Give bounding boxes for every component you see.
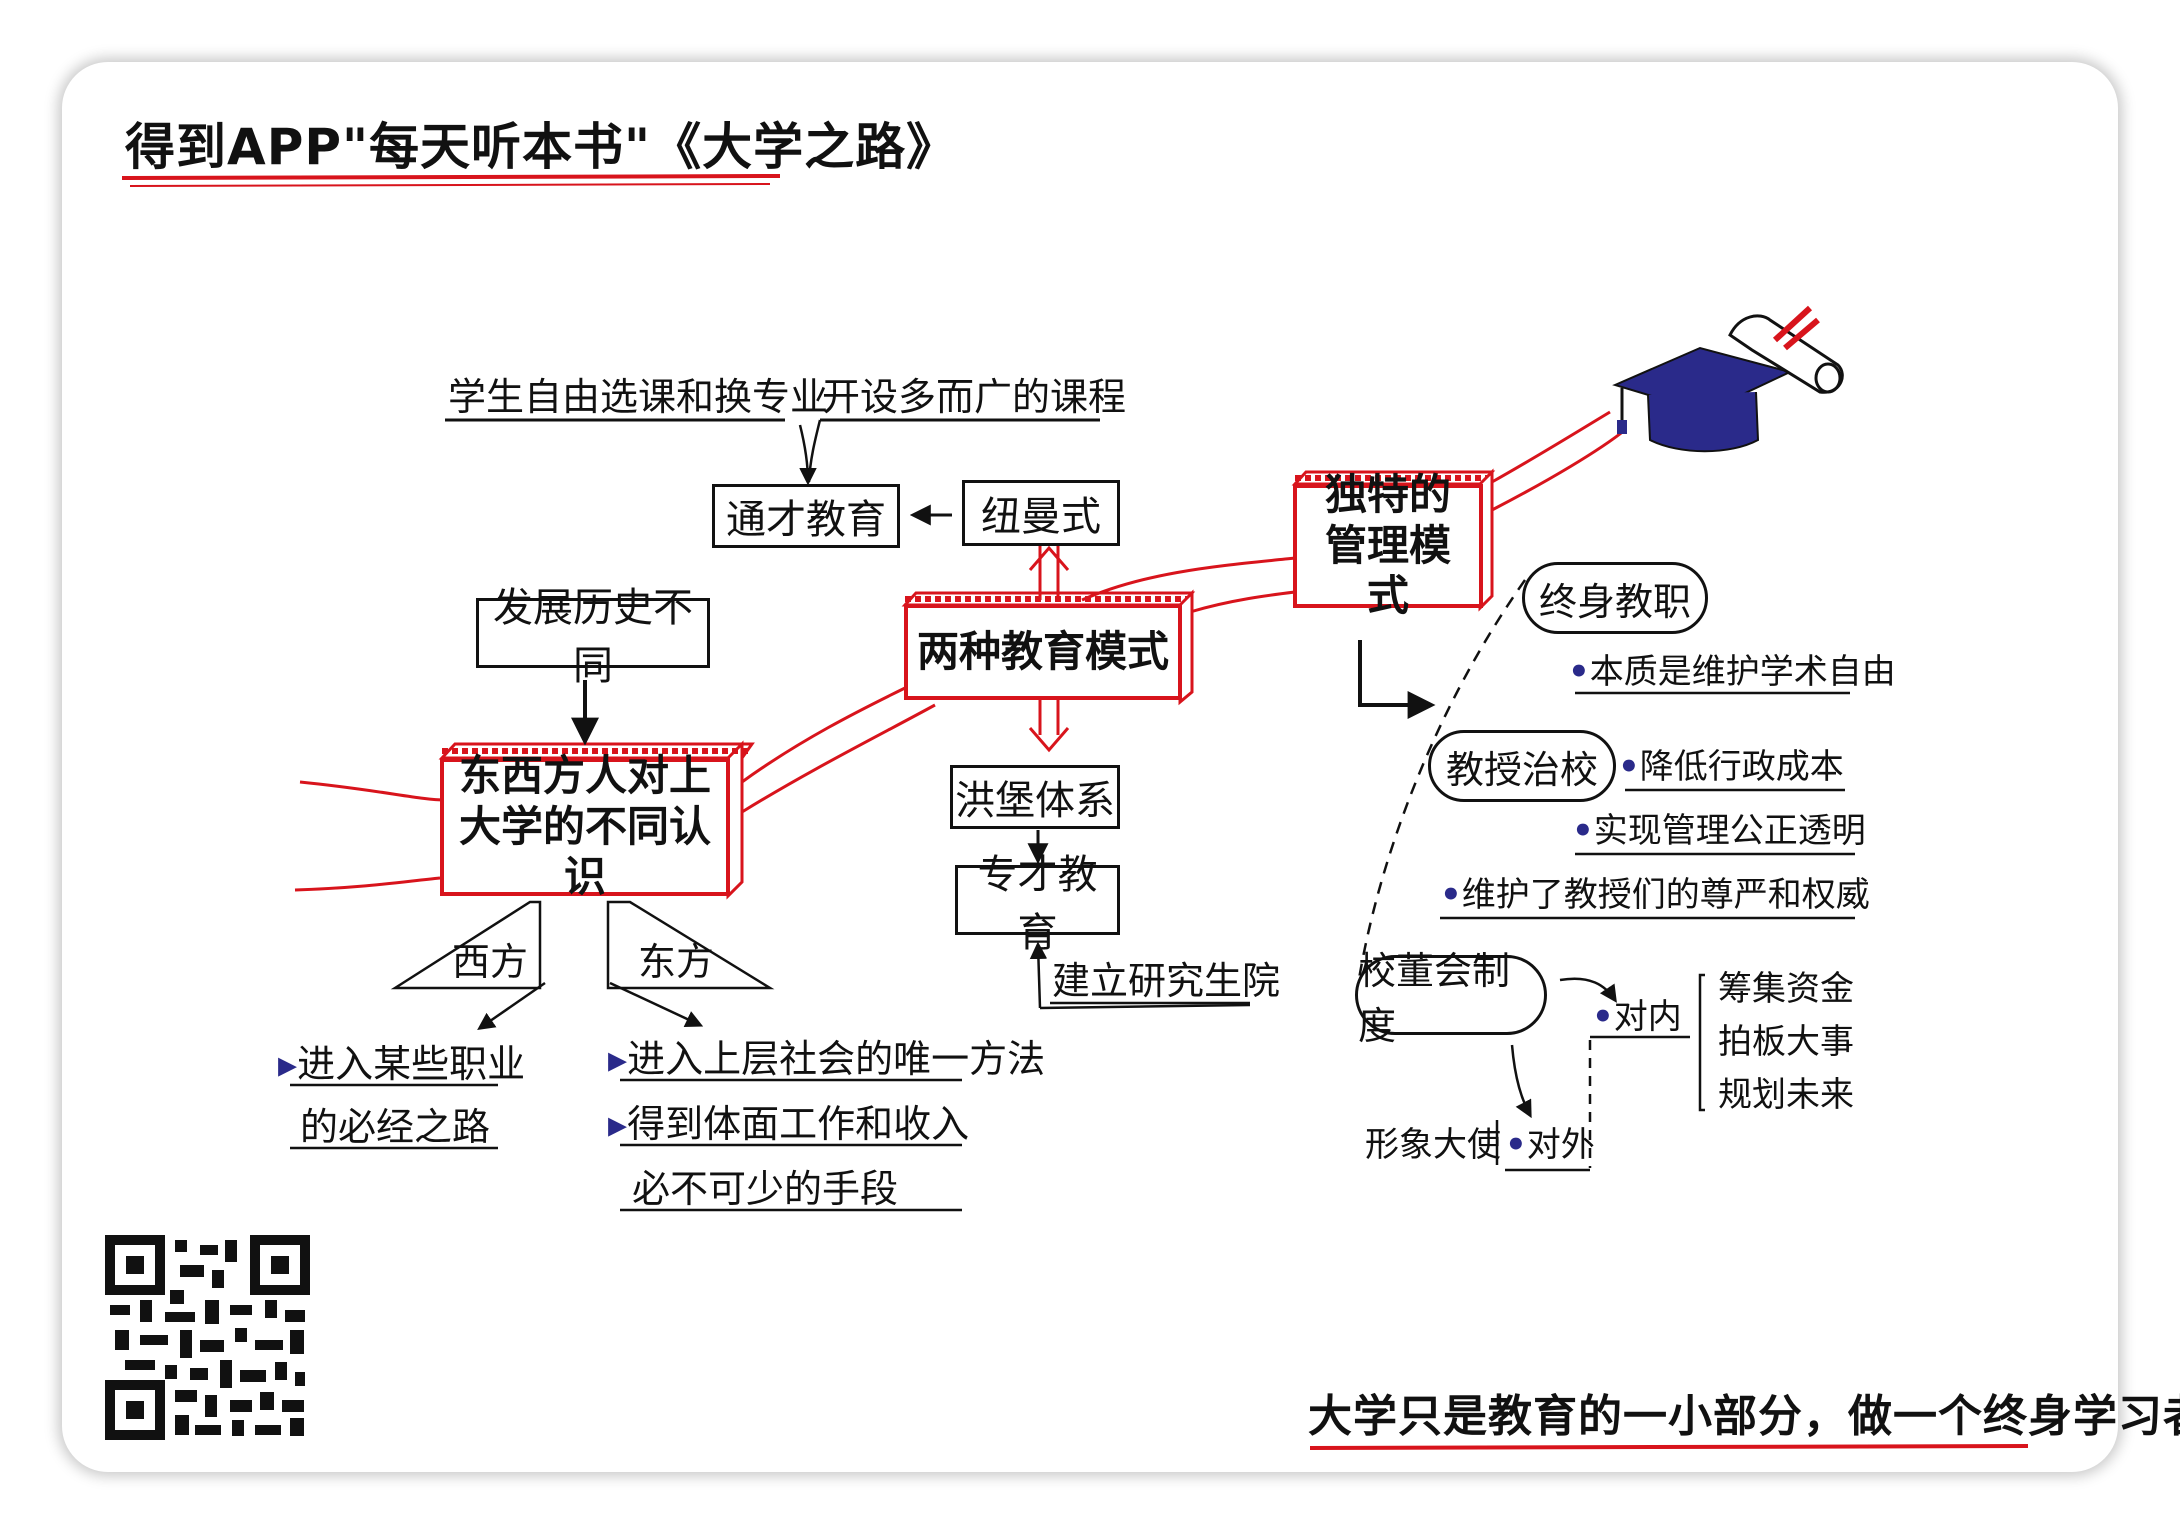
east-label: 东方 [638,940,715,984]
branch-center-left-1 [741,686,906,784]
history-box: 发展历史不同 [476,585,710,689]
prof-note-3: •维护了教授们的尊严和权威 [1440,875,1870,915]
dashed-connector [1356,579,1527,986]
west-label: 西方 [452,940,529,984]
management-box: 独特的管理模式 [1293,470,1483,620]
external-label: •对外 [1505,1125,1595,1165]
page-title: 得到APP"每天听本书"《大学之路》 [125,118,958,176]
internal-item-1: 筹集资金 [1718,969,1854,1009]
east-item-2: ▸得到体面工作和收入 [608,1102,970,1146]
internal-item-3: 规划未来 [1718,1075,1854,1115]
branch-cap-1 [1491,410,1611,484]
prof-note-1: •降低行政成本 [1618,747,1844,787]
qr-code-icon [105,1235,310,1440]
tenure-note: •本质是维护学术自由 [1568,652,1896,692]
branch-center-left-2 [741,703,936,814]
newman-box: 纽曼式 [962,480,1120,546]
broad-courses-note: 开设多而广的课程 [822,375,1127,419]
graduation-cap-icon [1612,346,1793,453]
branch-left-lower [294,876,441,892]
specialist-edu-box: 专才教育 [955,852,1120,956]
graduate-school-note: 建立研究生院 [1052,959,1281,1003]
humboldt-box: 洪堡体系 [950,765,1120,829]
prof-note-2: •实现管理公正透明 [1572,811,1866,851]
footer-underline [1309,1444,2029,1450]
footer-slogan: 大学只是教育的一小部分，做一个终身学习者。 [1308,1391,2180,1442]
title-underline [121,174,781,180]
center-box: 两种教育模式 [904,604,1182,700]
diploma-icon [1728,305,1844,394]
general-edu-box: 通才教育 [712,484,900,548]
internal-label: •对内 [1592,997,1682,1037]
east-item-1: ▸进入上层社会的唯一方法 [608,1037,1046,1081]
west-item-1: ▸进入某些职业 [278,1042,526,1086]
branch-center-right-1 [1081,556,1296,602]
branch-left-upper [299,780,446,802]
west-item-2: 的必经之路 [300,1105,491,1149]
tenure-pill: 终身教职 [1522,562,1708,634]
left-main-box: 东西方人对上大学的不同认识 [440,751,730,901]
prof-gov-pill: 教授治校 [1428,730,1616,802]
internal-item-2: 拍板大事 [1718,1022,1854,1062]
ambassador-label: 形象大使 [1365,1125,1501,1165]
board-pill: 校董会制度 [1355,949,1547,1048]
free-choice-note: 学生自由选课和换专业 [448,375,829,419]
branch-center-right-2 [1189,590,1296,614]
east-item-3: 必不可少的手段 [632,1167,899,1211]
branch-cap-2 [1491,428,1626,512]
